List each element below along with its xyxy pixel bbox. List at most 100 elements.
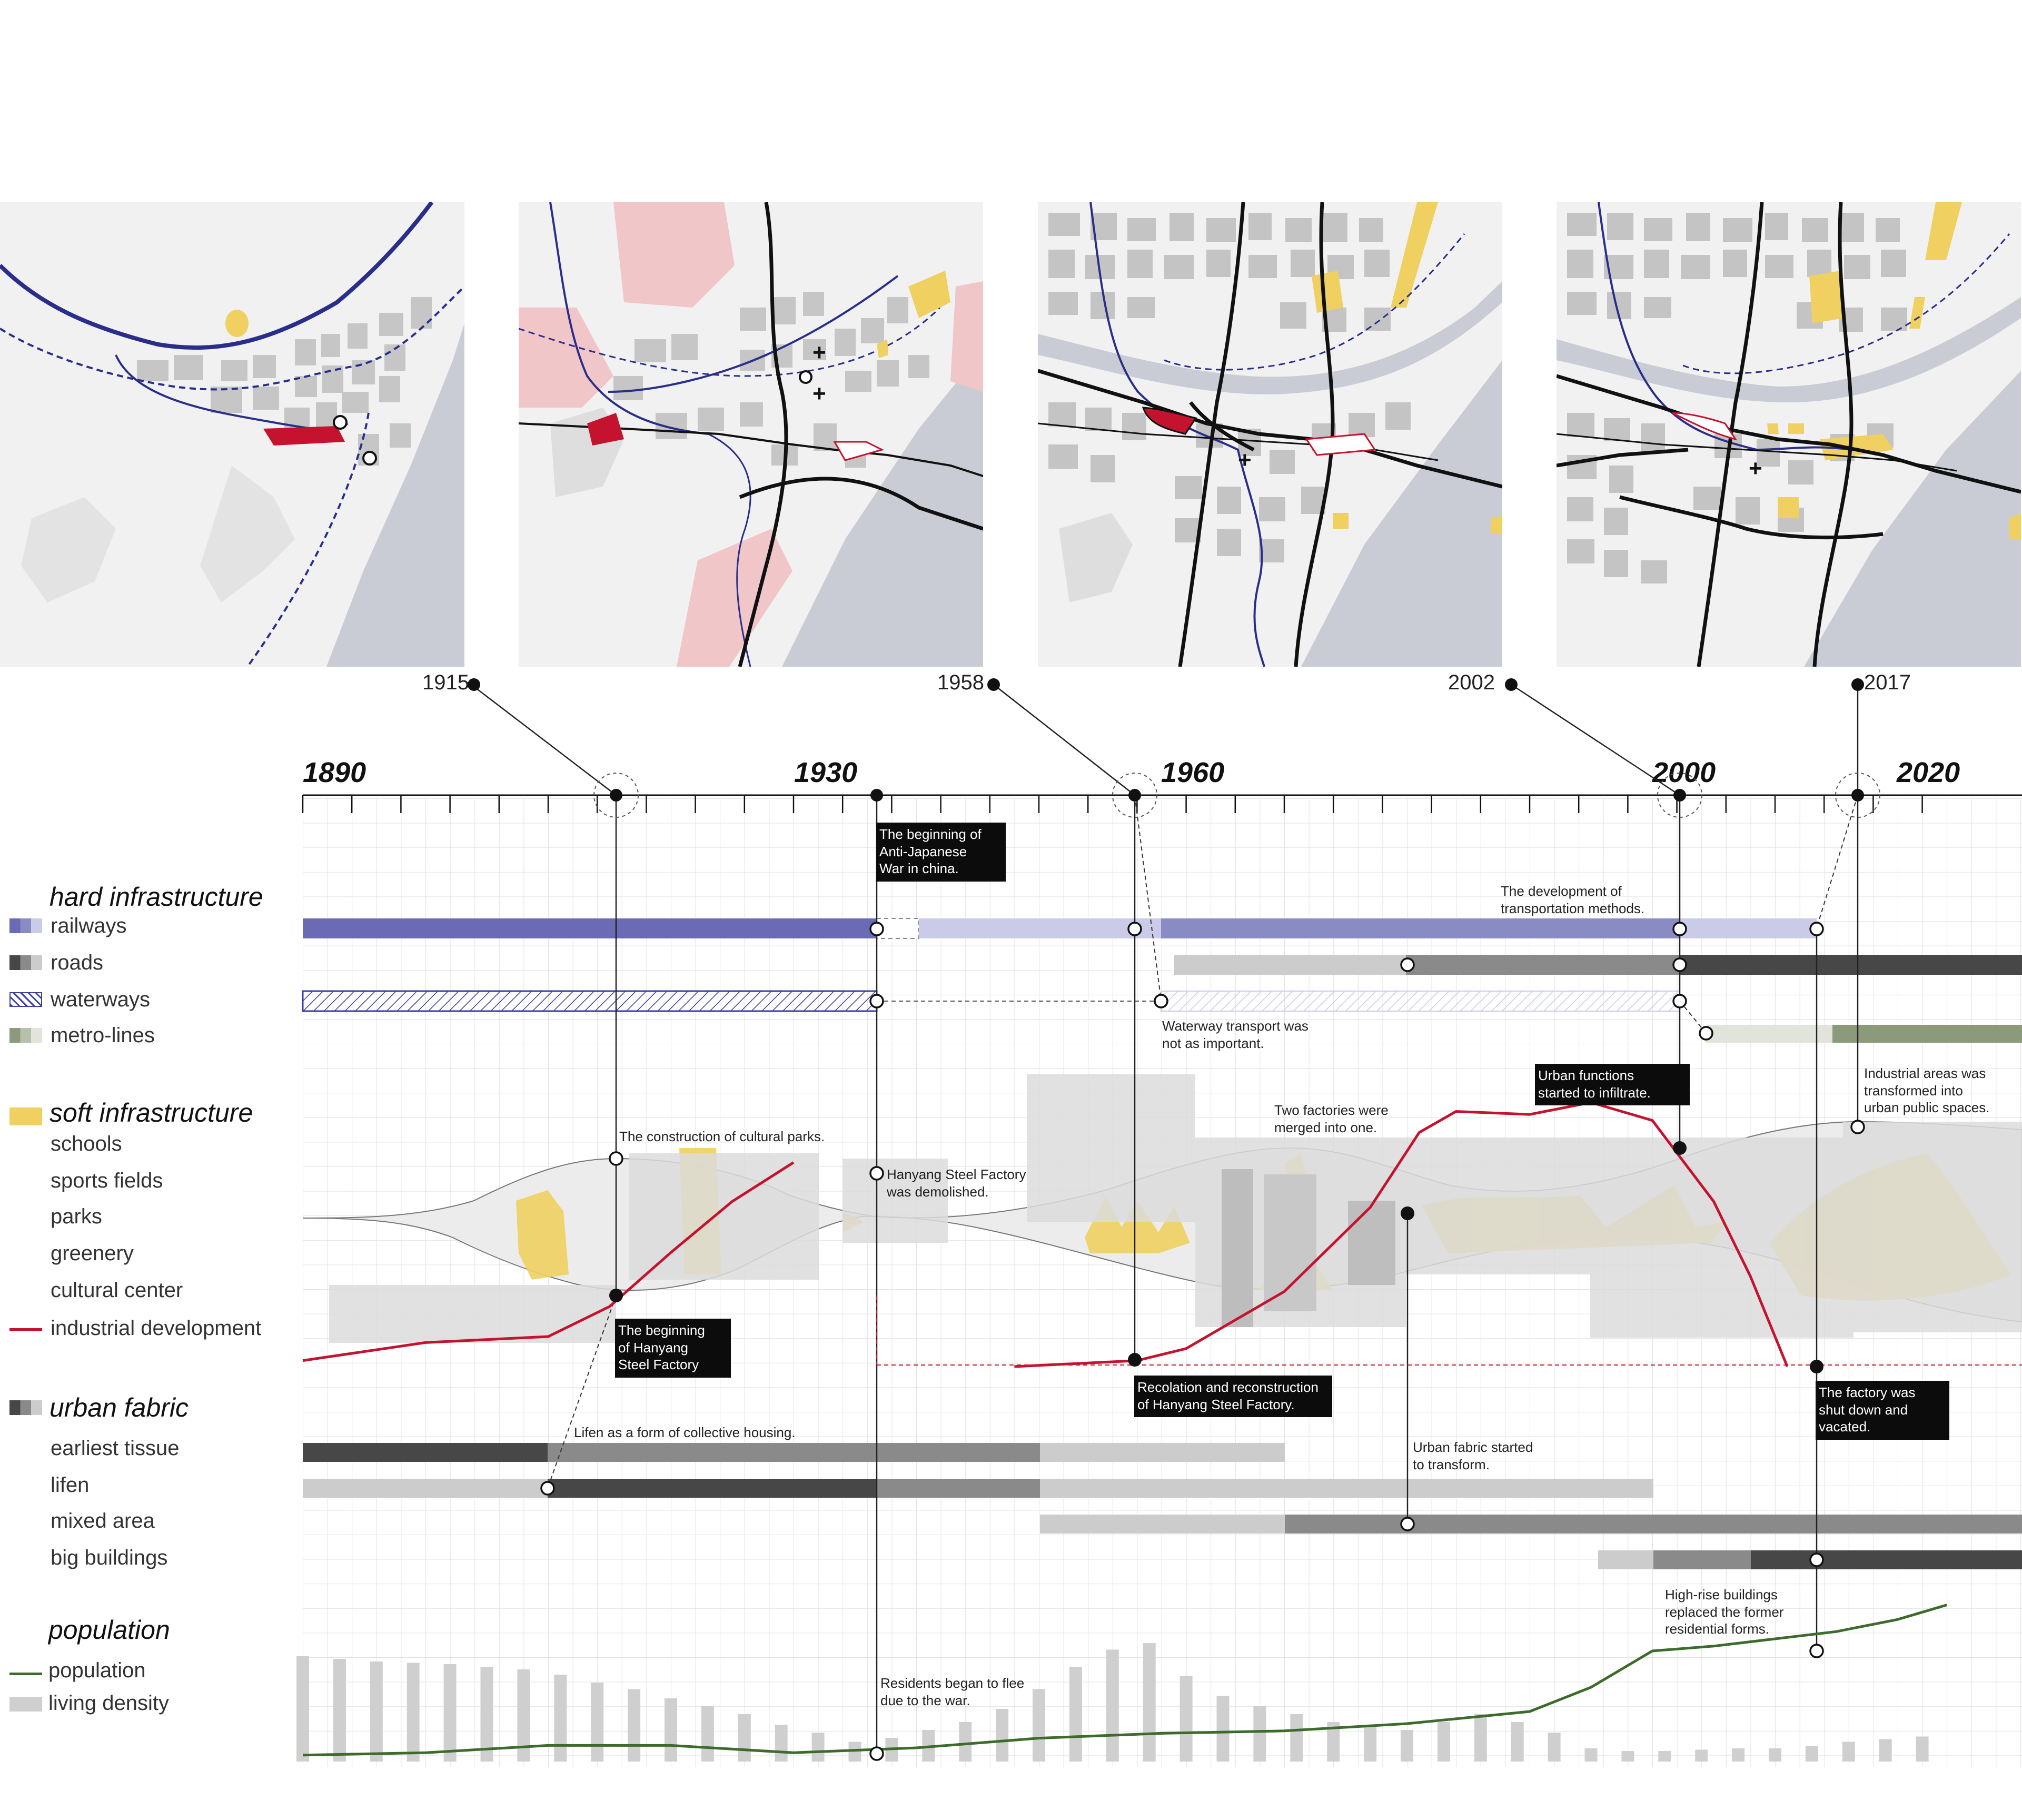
density-bar: [333, 1659, 346, 1762]
waterway-bar-1: [302, 990, 878, 1012]
density-bar: [443, 1664, 457, 1762]
legend-fabric-title: urban fabric: [49, 1393, 189, 1422]
legend-cultural-center: cultural center: [51, 1279, 183, 1302]
industrial-development-line: [302, 1101, 1789, 1368]
density-bar: [701, 1706, 714, 1762]
density-bar: [1769, 1748, 1781, 1762]
waterway-swatch: [9, 992, 42, 1007]
fabric-lifen-4: [1040, 1479, 1653, 1498]
legend-mixed-area: mixed area: [51, 1509, 155, 1532]
annotation-cultural-parks: The construction of cultural parks.: [619, 1129, 825, 1144]
legend-earliest-tissue: earliest tissue: [51, 1437, 180, 1460]
metro-swatch: [9, 1028, 42, 1043]
legend-living-density: living density: [48, 1692, 170, 1715]
annotation-recolation: Recolation and reconstruction of Hanyang…: [1134, 1376, 1332, 1417]
legend-lifen: lifen: [51, 1473, 90, 1497]
fabric-earliest-1: [303, 1443, 548, 1462]
density-bar: [1180, 1676, 1193, 1762]
annotation-industrial-areas: Industrial areas was transformed into ur…: [1864, 1065, 1990, 1115]
legend-greenery: greenery: [51, 1242, 134, 1265]
industrial-swatch: [9, 1328, 42, 1331]
road-bar-1: [1174, 955, 1406, 975]
density-bar: [296, 1656, 309, 1762]
annotation-waterway: Waterway transport was not as important.: [1162, 1018, 1309, 1051]
fabric-swatch: [9, 1400, 42, 1415]
svg-text:+: +: [1749, 456, 1762, 481]
legend-soft-title: soft infrastructure: [49, 1098, 253, 1127]
population-swatch: [9, 1673, 42, 1675]
density-bar: [1253, 1706, 1266, 1762]
density-bar: [996, 1709, 1009, 1762]
fabric-mixed-1: [1040, 1515, 1285, 1534]
density-bar: [1805, 1746, 1818, 1762]
density-swatch: [9, 1697, 42, 1712]
legend-sports-fields: sports fields: [51, 1169, 163, 1192]
density-bar: [554, 1675, 567, 1762]
road-bar-2: [1406, 955, 1680, 975]
annotation-transport-dev: The development of transportation method…: [1501, 883, 1645, 916]
density-bar: [1216, 1696, 1230, 1762]
legend-parks: parks: [51, 1205, 102, 1228]
axis-year-1930: 1930: [794, 757, 858, 788]
svg-text:+: +: [1238, 447, 1252, 473]
density-bar: [370, 1661, 383, 1762]
road-bar-3: [1680, 955, 2022, 975]
legend-population-title: population: [48, 1615, 170, 1645]
railway-bar-1: [303, 918, 877, 938]
population-line: [302, 1604, 1947, 1757]
density-bar: [407, 1663, 420, 1762]
density-bar: [1033, 1689, 1045, 1762]
metro-bar-1: [1706, 1025, 1832, 1043]
fabric-lifen-2: [548, 1479, 877, 1498]
legend-big-buildings: big buildings: [51, 1546, 168, 1569]
density-bar: [1401, 1730, 1413, 1762]
annotation-two-factories: Two factories were merged into one.: [1274, 1102, 1389, 1135]
density-bar: [1658, 1751, 1671, 1762]
density-bar: [665, 1698, 677, 1762]
annotation-demolished: Hanyang Steel Factory was demolished.: [887, 1166, 1026, 1200]
annotation-urban-functions: Urban functions started to infiltrate.: [1535, 1064, 1690, 1105]
annotation-beginning-factory: The beginning of Hanyang Steel Factory: [615, 1319, 731, 1378]
map-2002: +: [1038, 202, 1502, 667]
legend-hard-title: hard infrastructure: [49, 882, 263, 912]
legend-waterways: waterways: [51, 988, 150, 1011]
map-1915: [0, 202, 464, 667]
railway-bar-5: [1680, 918, 1817, 938]
annotation-shut-down: The factory was shut down and vacated.: [1816, 1381, 1949, 1440]
fabric-big-1: [1598, 1550, 1653, 1569]
density-bar: [1474, 1714, 1487, 1762]
density-bar: [1069, 1667, 1082, 1762]
fabric-big-3: [1751, 1550, 2022, 1569]
density-bar: [628, 1689, 641, 1762]
railway-swatch: [9, 918, 42, 933]
annotation-high-rise: High-rise buildings replaced the former …: [1665, 1587, 1784, 1637]
map-year-1958: 1958: [937, 671, 984, 694]
fabric-earliest-2: [548, 1443, 1040, 1462]
road-swatch: [9, 955, 42, 970]
soft-swatch: [9, 1107, 42, 1125]
density-bar: [1511, 1722, 1524, 1762]
density-bar: [775, 1725, 788, 1762]
density-bar: [1106, 1649, 1119, 1762]
density-bar: [1290, 1714, 1303, 1762]
density-bar: [738, 1714, 751, 1762]
map-year-2017: 2017: [1864, 671, 1911, 694]
map-year-1915: 1915: [422, 671, 469, 694]
fabric-lifen-1: [303, 1479, 548, 1498]
svg-text:+: +: [812, 381, 826, 407]
annotation-residents: Residents began to flee due to the war.: [880, 1675, 1025, 1708]
fabric-mixed-2: [1285, 1515, 2022, 1534]
legend-population: population: [48, 1659, 146, 1682]
railway-bar-4: [1161, 918, 1680, 938]
railway-bar-3: [919, 918, 1161, 938]
fabric-earliest-3: [1040, 1443, 1285, 1462]
axis-year-1890: 1890: [303, 757, 366, 788]
density-bar: [591, 1683, 604, 1762]
density-bar: [1437, 1722, 1450, 1762]
density-bar: [1364, 1727, 1377, 1762]
legend-roads: roads: [51, 951, 104, 974]
annotation-anti-japanese: The beginning of Anti-Japanese War in ch…: [876, 823, 1006, 882]
waterway-bar-2: [1161, 991, 1680, 1012]
density-bar: [811, 1733, 825, 1762]
